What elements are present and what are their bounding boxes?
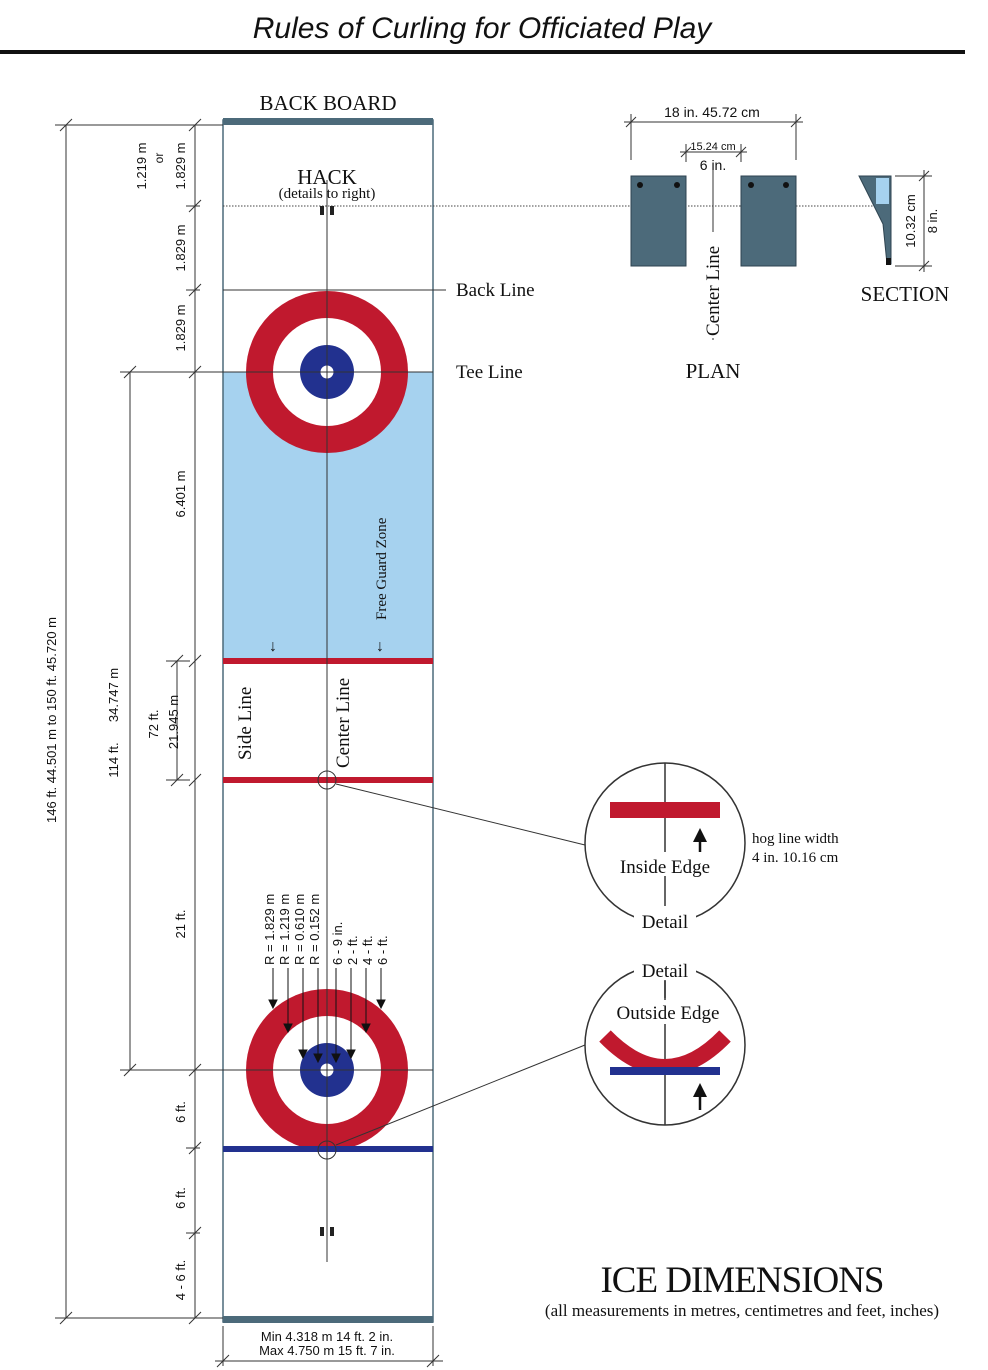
inside-edge-hog-bar [610, 802, 720, 818]
center-line-label: Center Line [333, 678, 354, 768]
dim-back-to-tee: 1.829 m [173, 305, 188, 352]
hack-gap-in: 6 in. [700, 157, 726, 173]
radius-label-1: R = 1.829 m [262, 894, 277, 965]
radius-label-2: R = 1.219 m [277, 894, 292, 965]
hack-height-cm: 10.32 cm [903, 194, 918, 247]
dim-hack-to-end-ft: 4 - 6 ft. [173, 1260, 188, 1300]
detail-leader-top [335, 783, 586, 846]
dim-hack-b: 1.829 m [173, 143, 188, 190]
dim-back-to-hack-ft: 6 ft. [173, 1187, 188, 1209]
hog-width-label-2: 4 in. 10.16 cm [752, 850, 839, 866]
radius-label-4: R = 0.152 m [307, 894, 322, 965]
hack-bottom-left-foothold [320, 1227, 324, 1236]
back-board-top [223, 118, 433, 125]
footer-title: ICE DIMENSIONS [600, 1260, 883, 1301]
detail-leader-bottom [335, 1044, 586, 1146]
back-board-bottom [223, 1316, 433, 1323]
hog-width-label-1: hog line width [752, 831, 839, 847]
hog-line-top [223, 658, 433, 664]
hack-bottom-right-foothold [330, 1227, 334, 1236]
dim-tee-to-hog: 6.401 m [173, 471, 188, 518]
dim-tee-to-back-ft: 6 ft. [173, 1101, 188, 1123]
house-radii: R = 1.829 m R = 1.219 m R = 0.610 m R = … [262, 894, 390, 1064]
dimension-lines [55, 118, 443, 1368]
fgz-arrow-left: ↓ [269, 638, 277, 655]
inside-edge-label: Inside Edge [620, 857, 710, 878]
hack-note: (details to right) [279, 186, 376, 202]
dim-hog-to-hog-m: 21.945 m [166, 695, 181, 749]
feet-label-1: 6 - 9 in. [330, 922, 345, 965]
outside-detail-label: Detail [642, 961, 688, 982]
curling-sheet: BACK BOARD HACK (details to right) Back … [130, 91, 880, 1323]
detail-marker-hog [317, 770, 337, 790]
hack-top-left-foothold [320, 206, 324, 215]
dim-hog-to-hog-ft: 72 ft. [146, 710, 161, 739]
dim-hack-or: or [152, 153, 166, 164]
side-line-label: Side Line [235, 687, 256, 760]
dim-width-max: Max 4.750 m 15 ft. 7 in. [259, 1343, 395, 1358]
outside-edge-house-arc [599, 1030, 731, 1075]
hack-section: 10.32 cm 8 in. SECTION [858, 170, 950, 306]
dim-width-min: Min 4.318 m 14 ft. 2 in. [261, 1329, 393, 1344]
detail-marker-back [317, 1140, 337, 1160]
page-title: Rules of Curling for Officiated Play [253, 12, 714, 45]
dimension-labels: 146 ft. 44.501 m to 150 ft. 45.720 m 114… [44, 143, 395, 1358]
outside-edge-label: Outside Edge [617, 1003, 720, 1024]
dim-tee-to-tee-m: 34.747 m [106, 668, 121, 722]
feet-label-3: 4 - ft. [360, 935, 375, 965]
hack-label: HACK [297, 165, 357, 189]
feet-label-2: 2 - ft. [345, 935, 360, 965]
radius-label-3: R = 0.610 m [292, 894, 307, 965]
back-line-label: Back Line [456, 280, 535, 301]
dim-hack-to-back: 1.829 m [173, 225, 188, 272]
back-line-bottom [223, 1146, 433, 1152]
dim-overall: 146 ft. 44.501 m to 150 ft. 45.720 m [44, 617, 59, 823]
hack-top-right-foothold [330, 206, 334, 215]
hog-line-bottom [223, 777, 433, 783]
free-guard-zone-label: Free Guard Zone [374, 517, 390, 620]
dim-hog-to-tee-ft: 21 ft. [173, 910, 188, 939]
hack-plan-center-line-label: Center Line [703, 246, 724, 336]
dim-hack-a: 1.219 m [134, 143, 149, 190]
tee-line-label: Tee Line [456, 362, 523, 383]
header-rule [0, 50, 965, 54]
hack-section-label: SECTION [861, 282, 950, 306]
footer-subtitle: (all measurements in metres, centimetres… [545, 1301, 939, 1320]
hack-plan-right-block [740, 175, 797, 267]
back-board-label: BACK BOARD [259, 91, 396, 115]
inside-detail-label: Detail [642, 912, 688, 933]
hack-gap-cm: 15.24 cm [690, 141, 735, 153]
fgz-arrow-right: ↓ [376, 638, 384, 655]
hack-plan-left-block [630, 175, 687, 267]
feet-label-4: 6 - ft. [375, 935, 390, 965]
hack-plan: 18 in. 45.72 cm 15.24 cm 6 in. Center Li… [624, 104, 803, 383]
hack-width-total: 18 in. 45.72 cm [664, 104, 760, 120]
dim-tee-to-tee-ft: 114 ft. [106, 742, 121, 777]
hack-plan-label: PLAN [686, 359, 741, 383]
outside-edge-back-bar [610, 1067, 720, 1075]
hack-height-in: 8 in. [925, 209, 940, 234]
inside-edge-detail: Inside Edge Detail hog line width 4 in. … [584, 762, 839, 933]
outside-edge-detail: Detail Outside Edge [584, 957, 746, 1126]
